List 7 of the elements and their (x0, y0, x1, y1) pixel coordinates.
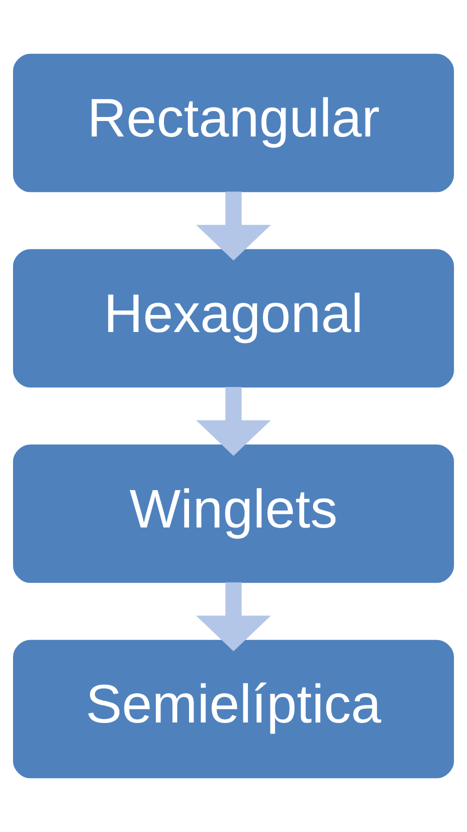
node-box: Rectangular (13, 54, 454, 192)
node-box: Semielíptica (13, 640, 454, 778)
node-box: Winglets (13, 444, 454, 583)
node-box: Hexagonal (13, 249, 454, 388)
arrow (196, 387, 271, 456)
arrow (196, 192, 271, 261)
arrow (196, 582, 271, 652)
